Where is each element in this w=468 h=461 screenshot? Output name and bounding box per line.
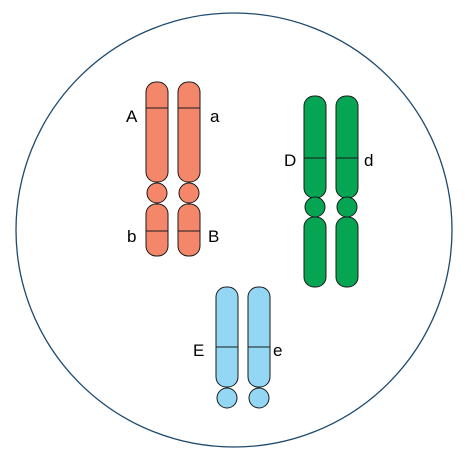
chromosome-arm-upper bbox=[145, 81, 169, 183]
cell-membrane bbox=[15, 12, 453, 448]
chromosome-ab-left bbox=[145, 81, 169, 257]
centromere bbox=[216, 387, 238, 409]
chromosome-e-right bbox=[247, 286, 271, 409]
allele-label-B: B bbox=[208, 227, 219, 246]
chromosome-e-left bbox=[215, 286, 239, 409]
chromosome-d-left bbox=[303, 95, 327, 288]
allele-label-b: b bbox=[127, 227, 136, 246]
allele-label-A: A bbox=[126, 107, 138, 126]
chromosome-arm-upper bbox=[177, 81, 201, 183]
chromosome-arm-upper bbox=[247, 286, 271, 388]
allele-label-e: e bbox=[273, 341, 282, 360]
centromere bbox=[336, 196, 358, 218]
centromere bbox=[146, 182, 168, 204]
chromosome-arm-lower bbox=[303, 216, 327, 288]
chromosome-arm-lower bbox=[335, 216, 359, 288]
allele-label-d: d bbox=[364, 151, 373, 170]
chromosome-arm-lower bbox=[145, 203, 169, 257]
centromere bbox=[304, 196, 326, 218]
chromosome-pair-ab: A a b B bbox=[126, 81, 220, 257]
chromosome-pair-d: D d bbox=[284, 95, 373, 288]
chromosome-pair-e: E e bbox=[193, 286, 282, 409]
chromosome-arm-upper bbox=[215, 286, 239, 388]
centromere bbox=[178, 182, 200, 204]
chromosome-d-right bbox=[335, 95, 359, 288]
allele-label-D: D bbox=[284, 151, 296, 170]
chromosome-ab-right bbox=[177, 81, 201, 257]
chromosome-arm-upper bbox=[335, 95, 359, 199]
chromosome-arm-lower bbox=[177, 203, 201, 257]
allele-label-E: E bbox=[193, 341, 204, 360]
centromere bbox=[248, 387, 270, 409]
allele-label-a: a bbox=[210, 107, 220, 126]
chromosome-arm-upper bbox=[303, 95, 327, 199]
